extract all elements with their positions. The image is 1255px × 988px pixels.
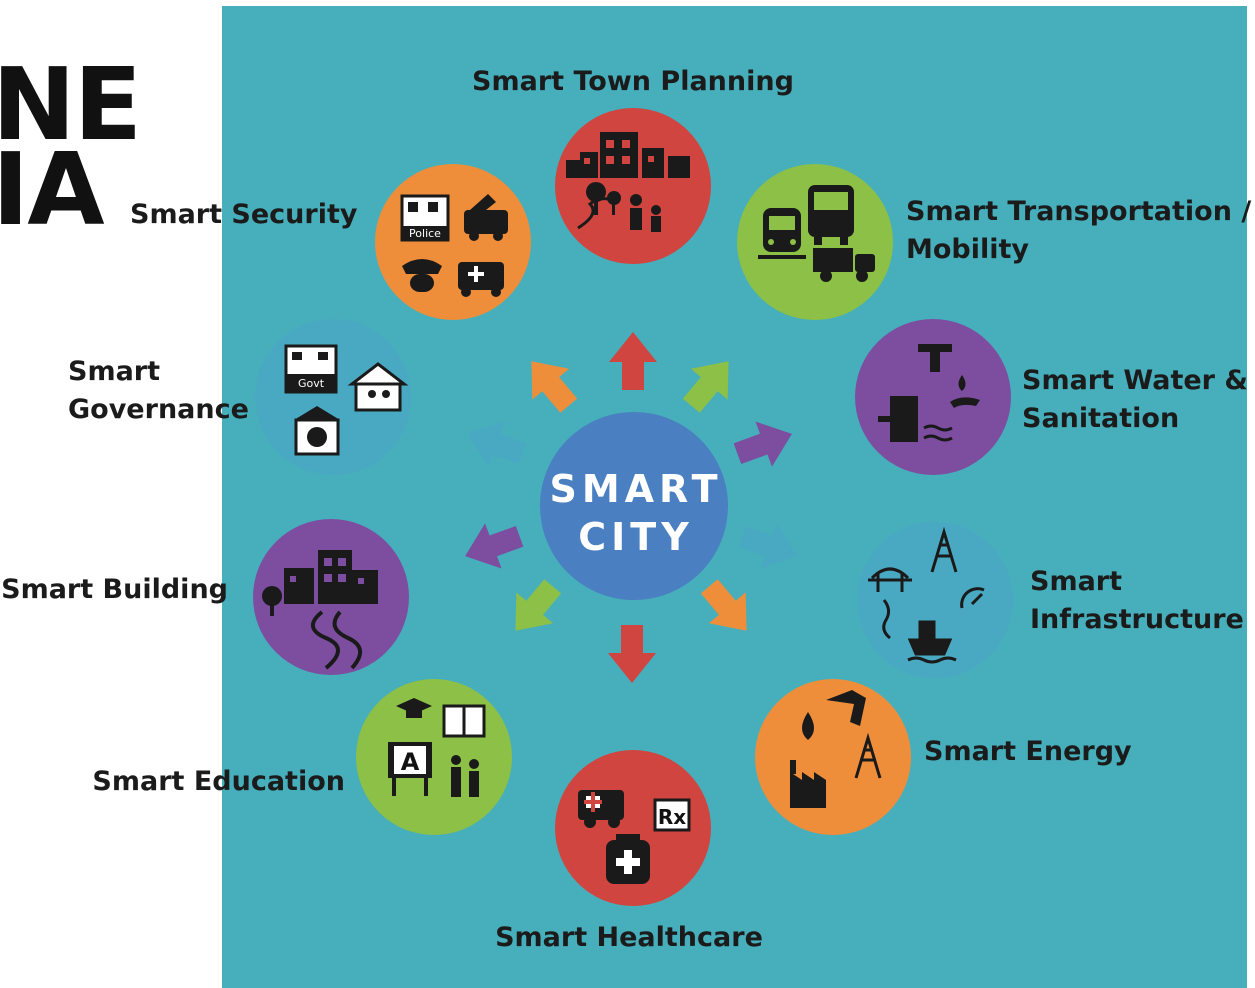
education-circle — [356, 679, 512, 835]
water-tap-icon — [878, 344, 980, 442]
water-circle — [855, 319, 1011, 475]
building-icon — [262, 550, 378, 670]
healthcare-circle — [555, 750, 711, 906]
security-icon: Police — [400, 194, 508, 297]
node-education: A Smart Education — [92, 679, 512, 835]
health-icon: Rx — [578, 790, 691, 884]
building-label: Smart Building — [1, 574, 228, 605]
infrastructure-label-1: Smart — [1030, 566, 1122, 597]
energy-icon — [790, 690, 882, 808]
background-text-line-1: NE — [0, 46, 142, 163]
town-planning-circle — [555, 108, 711, 264]
vehicles-icon — [758, 185, 875, 282]
arrow-left-faint — [468, 421, 527, 467]
arrow-up-right — [682, 361, 729, 413]
governance-label-1: Smart — [68, 356, 160, 387]
security-circle — [375, 164, 531, 320]
education-label: Smart Education — [92, 766, 345, 797]
infrastructure-label-2: Infrastructure — [1030, 604, 1244, 635]
energy-circle — [755, 679, 911, 835]
arrow-right — [733, 421, 792, 467]
transportation-label-2: Mobility — [906, 234, 1029, 265]
board-letter: A — [401, 748, 420, 776]
node-water: Smart Water & Sanitation — [855, 319, 1248, 475]
arrow-down-right — [700, 579, 747, 631]
education-icon: A — [388, 698, 486, 797]
infrastructure-icon — [868, 526, 985, 664]
arrows — [465, 332, 797, 683]
node-energy: Smart Energy — [755, 679, 1132, 835]
security-label: Smart Security — [130, 199, 358, 230]
city-park-icon — [566, 132, 690, 232]
node-building: Smart Building — [1, 519, 409, 675]
smart-city-panel — [222, 6, 1247, 988]
smart-city-center: SMART CITY — [540, 412, 728, 600]
node-healthcare: Rx Smart Healthcare — [495, 750, 763, 953]
center-circle — [540, 412, 728, 600]
healthcare-label: Smart Healthcare — [495, 922, 763, 953]
node-security: Police Smart Security — [130, 164, 531, 320]
transportation-label-1: Smart Transportation / — [906, 196, 1251, 227]
arrow-down — [608, 625, 656, 683]
arrow-down-left — [515, 579, 562, 631]
arrow-up-left — [531, 361, 578, 413]
node-town-planning: Smart Town Planning — [472, 66, 794, 264]
node-governance: Govt Smart Governance — [68, 319, 411, 475]
arrow-right-faint — [738, 523, 797, 569]
water-label-1: Smart Water & — [1022, 365, 1248, 396]
infrastructure-circle — [857, 522, 1013, 678]
town-planning-label: Smart Town Planning — [472, 66, 794, 97]
center-label-line-1: SMART — [549, 467, 722, 511]
energy-label: Smart Energy — [924, 736, 1132, 767]
node-transportation: Smart Transportation / Mobility — [737, 164, 1251, 320]
background-text-line-2: IA — [0, 131, 105, 248]
node-infrastructure: Smart Infrastructure — [857, 522, 1244, 678]
police-label: Police — [409, 227, 441, 240]
government-icon: Govt — [284, 344, 409, 456]
rx-label: Rx — [658, 805, 686, 829]
arrow-up — [609, 332, 657, 390]
governance-label-2: Governance — [68, 394, 249, 425]
arrow-left — [465, 523, 524, 569]
water-label-2: Sanitation — [1022, 403, 1179, 434]
govt-label: Govt — [298, 377, 325, 390]
center-label-line-2: CITY — [578, 515, 693, 559]
